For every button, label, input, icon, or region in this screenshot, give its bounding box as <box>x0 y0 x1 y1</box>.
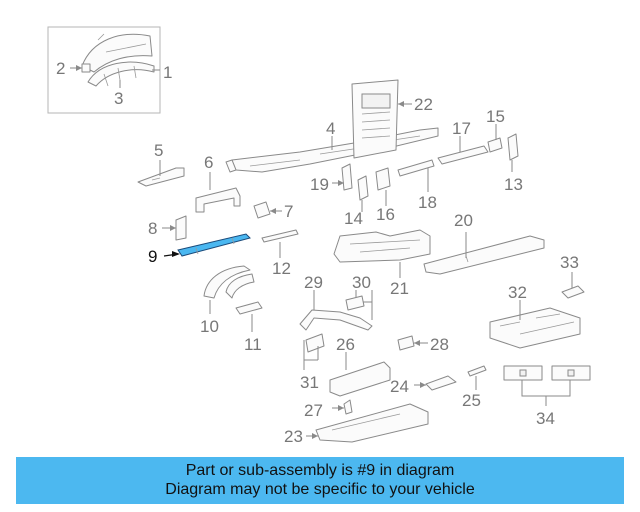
callout-11: 11 <box>244 335 262 354</box>
callout-4: 4 <box>326 119 335 138</box>
part-17 <box>437 136 489 165</box>
part-18 <box>397 159 435 192</box>
parts-diagram: 1 2 3 4 5 6 7 8 9 10 11 12 13 14 15 16 1… <box>47 26 591 446</box>
part-27 <box>332 399 353 415</box>
callout-22: 22 <box>414 95 433 114</box>
callout-23: 23 <box>284 427 303 446</box>
callout-6: 6 <box>204 153 213 172</box>
callout-16: 16 <box>376 205 395 224</box>
part-33 <box>561 272 585 299</box>
callout-32: 32 <box>508 283 527 302</box>
callout-20: 20 <box>454 211 473 230</box>
part-10 <box>203 265 255 314</box>
callout-25: 25 <box>462 391 481 410</box>
part-34 <box>503 365 591 406</box>
callout-28: 28 <box>430 335 449 354</box>
callout-24: 24 <box>390 377 409 396</box>
part-23 <box>306 403 429 443</box>
part-29 <box>299 290 373 331</box>
part-15 <box>487 124 503 153</box>
part-31 <box>303 333 325 370</box>
part-7 <box>253 201 282 219</box>
callout-2: 2 <box>56 59 65 78</box>
part-12 <box>261 229 299 258</box>
callout-1: 1 <box>163 63 172 82</box>
part-26 <box>329 352 391 397</box>
part-30 <box>345 290 373 320</box>
part-14 <box>357 175 369 212</box>
callout-33: 33 <box>560 253 579 272</box>
callout-9-highlighted: 9 <box>148 247 157 266</box>
part-19 <box>332 163 353 191</box>
callout-7: 7 <box>284 202 293 221</box>
inset-panel <box>47 26 161 114</box>
callout-13: 13 <box>504 175 523 194</box>
callout-14: 14 <box>344 209 363 228</box>
part-24 <box>414 375 457 391</box>
part-5 <box>137 160 185 187</box>
part-11 <box>235 301 263 332</box>
callout-3: 3 <box>114 89 123 108</box>
part-32 <box>489 300 581 349</box>
callout-26: 26 <box>336 335 355 354</box>
part-13 <box>507 133 519 172</box>
part-28 <box>397 335 428 351</box>
info-banner: Part or sub-assembly is #9 in diagram Di… <box>16 457 624 504</box>
callout-18: 18 <box>418 193 437 212</box>
part-25 <box>467 365 487 390</box>
callout-30: 30 <box>352 273 371 292</box>
banner-line-2: Diagram may not be specific to your vehi… <box>165 481 475 498</box>
callout-labels: 1 2 3 4 5 6 7 8 9 10 11 12 13 14 15 16 1… <box>56 59 579 446</box>
part-center-cluster <box>351 79 412 159</box>
callout-19: 19 <box>310 175 329 194</box>
callout-17: 17 <box>452 119 471 138</box>
callout-27: 27 <box>304 401 323 420</box>
part-21 <box>333 229 431 278</box>
callout-15: 15 <box>486 107 505 126</box>
part-6 <box>195 172 241 213</box>
part-20 <box>423 232 545 275</box>
callout-34: 34 <box>536 409 555 428</box>
callout-8: 8 <box>148 219 157 238</box>
callout-31: 31 <box>300 373 319 392</box>
part-16 <box>375 167 391 206</box>
callout-29: 29 <box>304 273 323 292</box>
callout-12: 12 <box>272 259 291 278</box>
banner-line-1: Part or sub-assembly is #9 in diagram <box>185 462 455 479</box>
part-8 <box>162 215 187 241</box>
callout-21: 21 <box>390 279 409 298</box>
part-9-highlighted <box>163 233 251 257</box>
callout-5: 5 <box>154 141 163 160</box>
callout-10: 10 <box>200 317 219 336</box>
